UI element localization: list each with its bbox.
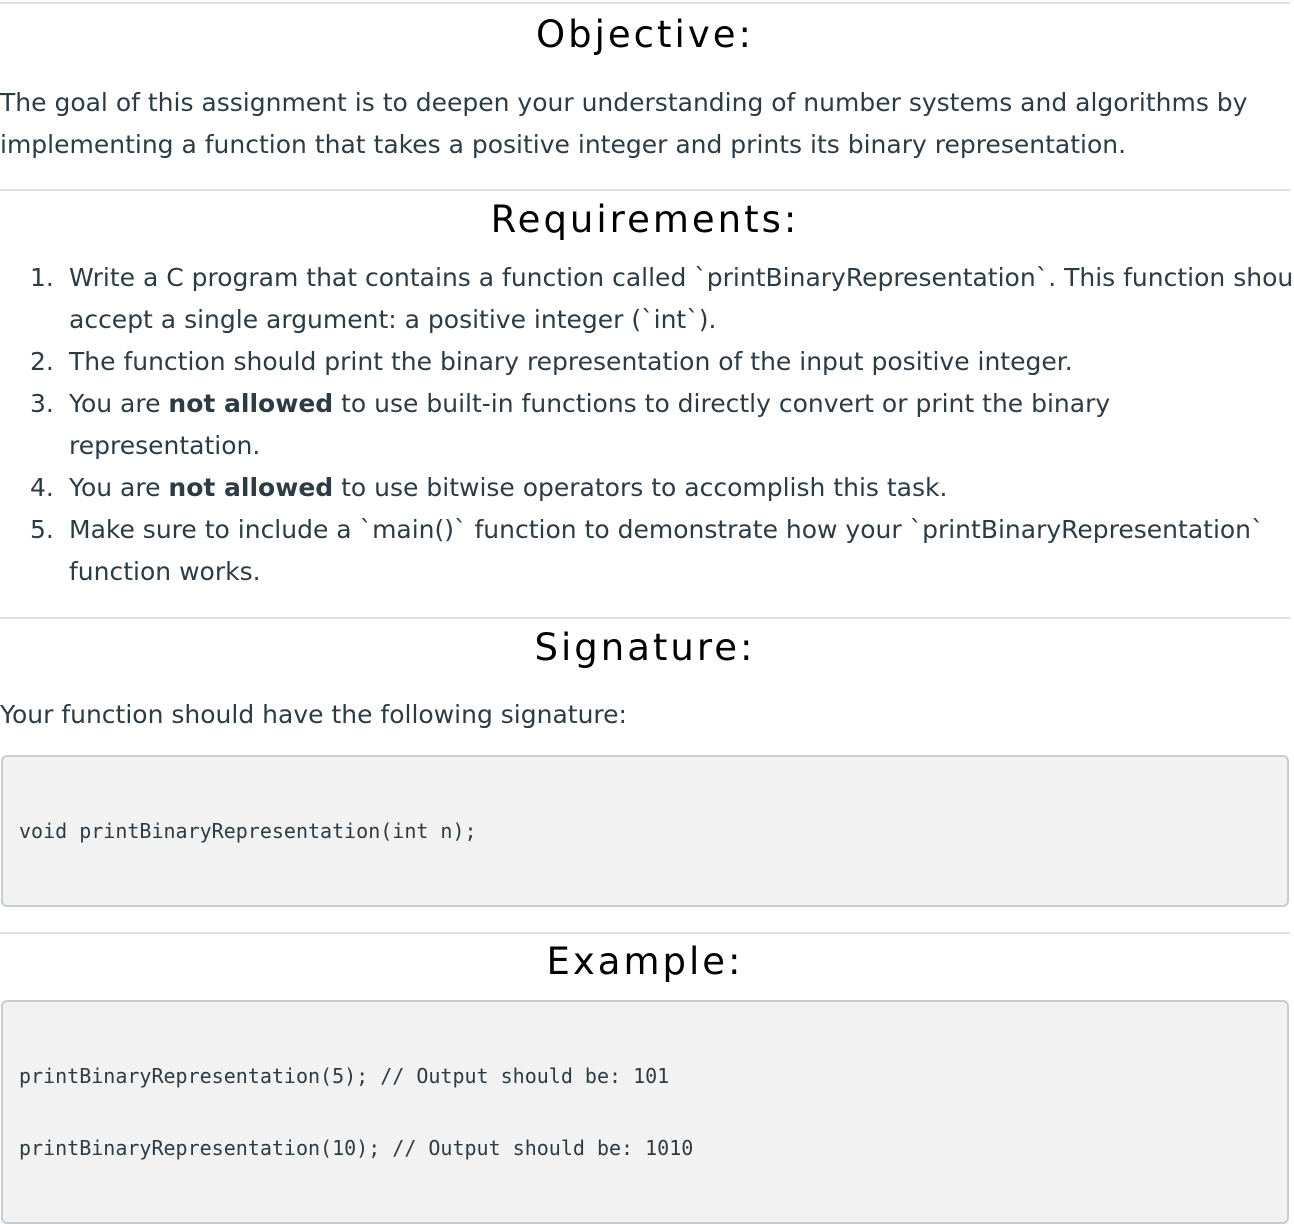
list-item-text-prefix: You are <box>69 473 169 502</box>
objective-text: The goal of this assignment is to deepen… <box>0 82 1290 166</box>
signature-code-block: void printBinaryRepresentation(int n); <box>1 755 1289 907</box>
divider <box>0 2 1290 4</box>
objective-text-line-2: implementing a function that takes a pos… <box>0 130 1127 159</box>
list-item-text: The function should print the binary rep… <box>69 347 1073 376</box>
list-item-emphasis: not allowed <box>168 389 334 418</box>
code-line: printBinaryRepresentation(10); // Output… <box>19 1136 694 1160</box>
list-item-text-prefix: You are <box>69 389 169 418</box>
list-item-text-line-2: accept a single argument: a positive int… <box>69 305 717 334</box>
list-item-emphasis: not allowed <box>168 473 334 502</box>
list-item-text-line-2: function works. <box>69 557 261 586</box>
divider <box>0 189 1290 191</box>
list-item: 1. Write a C program that contains a fun… <box>0 257 1294 341</box>
divider <box>0 617 1290 619</box>
requirements-heading: Requirements: <box>490 198 800 241</box>
list-item-number: 1. <box>30 263 54 292</box>
list-item: 5. Make sure to include a `main()` funct… <box>0 509 1290 593</box>
list-item-text-suffix: to use bitwise operators to accomplish t… <box>333 473 948 502</box>
list-item-number: 5. <box>30 515 54 544</box>
list-item: 2. The function should print the binary … <box>0 341 1290 383</box>
list-item: 3. You are not allowed to use built-in f… <box>0 383 1290 467</box>
code-line: printBinaryRepresentation(5); // Output … <box>19 1064 670 1088</box>
example-code-block: printBinaryRepresentation(5); // Output … <box>1 1000 1289 1224</box>
example-heading: Example: <box>546 940 744 983</box>
objective-text-line-1: The goal of this assignment is to deepen… <box>0 88 1248 117</box>
list-item-number: 2. <box>30 347 54 376</box>
requirements-list: 1. Write a C program that contains a fun… <box>0 257 1294 593</box>
list-item-text-line-1: Make sure to include a `main()` function… <box>69 515 1264 544</box>
list-item-number: 4. <box>30 473 54 502</box>
code-line: void printBinaryRepresentation(int n); <box>19 819 477 843</box>
signature-heading: Signature: <box>534 626 756 669</box>
list-item-number: 3. <box>30 389 54 418</box>
list-item-text-line-1: Write a C program that contains a functi… <box>69 263 1294 292</box>
divider <box>0 932 1290 934</box>
objective-heading: Objective: <box>536 13 754 56</box>
signature-intro: Your function should have the following … <box>0 700 627 729</box>
list-item: 4. You are not allowed to use bitwise op… <box>0 467 1290 509</box>
list-item-text-suffix: to use built-in functions to directly co… <box>69 389 1111 460</box>
